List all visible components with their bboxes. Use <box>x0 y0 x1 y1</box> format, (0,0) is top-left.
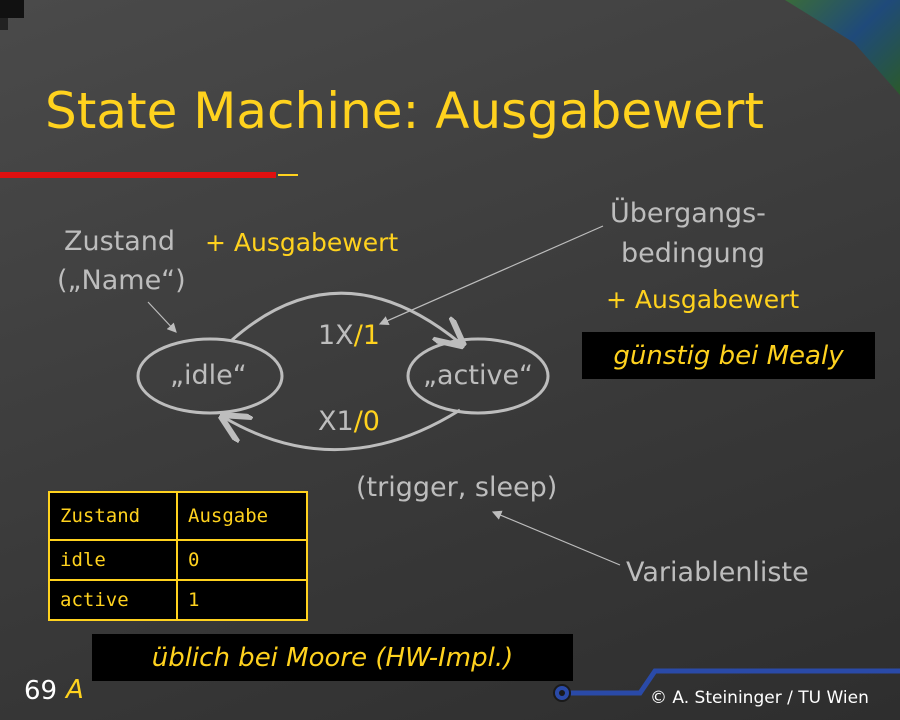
table-header-ausgabe: Ausgabe <box>176 491 308 541</box>
copyright-text: © A. Steininger / TU Wien <box>650 688 869 708</box>
transition-top-output: 1 <box>362 320 380 351</box>
table-row: active 1 <box>48 579 308 621</box>
transition-top-separator: / <box>353 320 363 351</box>
slide-title: State Machine: Ausgabewert <box>45 82 764 140</box>
table-cell: idle <box>48 539 178 581</box>
table-header-row: Zustand Ausgabe <box>48 491 308 541</box>
table-cell: 1 <box>176 579 308 621</box>
page-number: 69 <box>24 676 58 706</box>
table-cell: 0 <box>176 539 308 581</box>
table-header-zustand: Zustand <box>48 491 178 541</box>
title-underline-yellow <box>278 174 298 176</box>
transition-idle-to-active <box>231 291 460 343</box>
state-idle-ellipse <box>136 337 284 415</box>
label-uebergangs: Übergangs- <box>610 198 766 229</box>
label-variablenliste: Variablenliste <box>626 557 809 588</box>
transition-bottom-output: 0 <box>362 406 380 437</box>
circuit-node-inner <box>559 690 565 696</box>
transition-top-condition: 1X <box>318 320 354 351</box>
page-suffix: A <box>66 675 84 705</box>
label-ausgabewert-left: + Ausgabewert <box>205 228 399 257</box>
badge-ueblich-moore: üblich bei Moore (HW-Impl.) <box>92 634 573 681</box>
pointer-uebergang <box>378 225 604 326</box>
output-table: Zustand Ausgabe idle 0 active 1 <box>48 491 308 621</box>
badge-ueblich-text: üblich bei Moore (HW-Impl.) <box>151 642 514 673</box>
badge-guenstig-text: günstig bei Mealy <box>613 340 844 371</box>
pointer-name <box>147 301 177 333</box>
transition-bottom-label: X1/0 <box>318 406 380 437</box>
title-underline-red <box>0 172 276 178</box>
transition-active-to-idle <box>225 408 461 452</box>
label-bedingung: bedingung <box>621 238 766 269</box>
circuit-trace <box>562 668 900 696</box>
transition-top-label: 1X/1 <box>318 320 380 351</box>
state-idle-label: „idle“ <box>170 360 247 391</box>
transition-bottom-condition: X1 <box>318 406 354 437</box>
badge-guenstig-mealy: günstig bei Mealy <box>582 332 875 379</box>
label-variablen-tuple: (trigger, sleep) <box>356 472 558 503</box>
transition-bottom-separator: / <box>353 406 363 437</box>
corner-block <box>0 0 24 18</box>
corner-block-2 <box>0 18 8 30</box>
table-cell: active <box>48 579 178 621</box>
table-row: idle 0 <box>48 539 308 581</box>
label-zustand: Zustand <box>64 226 176 257</box>
state-active-ellipse <box>406 337 550 415</box>
label-name: („Name“) <box>57 265 186 296</box>
state-active-label: „active“ <box>423 360 534 391</box>
pointer-variablenliste <box>491 510 621 566</box>
label-ausgabewert-right: + Ausgabewert <box>606 285 800 314</box>
